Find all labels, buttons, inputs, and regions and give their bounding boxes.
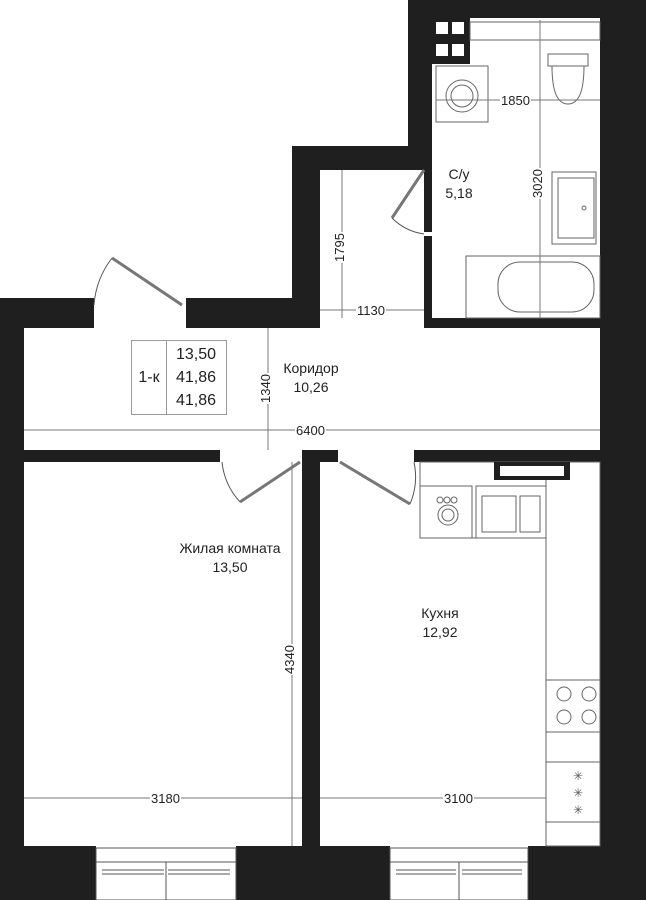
washing-machine — [435, 65, 489, 123]
dim-total-width: 6400 — [295, 423, 326, 438]
kitchen-area: 12,92 — [422, 624, 458, 640]
dim-living-width: 3180 — [150, 791, 181, 806]
room-label-bathroom: С/у 5,18 — [424, 165, 494, 203]
wall-hall-left — [292, 146, 320, 324]
wall-divider — [302, 450, 320, 900]
living-name: Жилая комната — [179, 540, 281, 556]
wall-mid-right — [414, 450, 600, 462]
total-area-value-2: 41,86 — [175, 392, 217, 409]
dim-corridor-depth: 1340 — [257, 373, 273, 404]
bathroom-name: С/у — [448, 166, 470, 182]
bathroom-area: 5,18 — [445, 185, 473, 201]
living-area-value: 13,50 — [175, 346, 217, 363]
corridor-name: Коридор — [283, 360, 339, 376]
dim-room-length: 4340 — [281, 644, 297, 675]
kitchen-fixtures: ✳ ✳ ✳ — [419, 461, 601, 847]
room-label-kitchen: Кухня 12,92 — [404, 604, 476, 642]
stove — [545, 679, 601, 733]
room-label-living: Жилая комната 13,50 — [160, 539, 300, 577]
corridor-area: 10,26 — [293, 379, 329, 395]
wall-top-mid — [186, 298, 320, 328]
door-living — [221, 461, 241, 503]
wall-bath-bottom — [424, 318, 610, 328]
wall-bath-right-top — [600, 0, 610, 320]
total-area-value: 41,86 — [175, 369, 217, 386]
dim-bath-width: 1850 — [500, 93, 531, 108]
fridge — [545, 761, 601, 823]
svg-text:✳: ✳ — [573, 803, 583, 817]
bathtub — [465, 255, 601, 319]
wall-left — [0, 298, 24, 900]
dim-kitchen-width: 3100 — [443, 791, 474, 806]
kitchen-sink — [475, 485, 547, 539]
counter-right — [545, 461, 601, 847]
doors — [93, 169, 426, 506]
dishwasher — [419, 485, 473, 539]
unit-legend: 1-к 13,50 41,86 41,86 — [131, 340, 227, 415]
wall-bottom-left — [0, 846, 96, 900]
toilet — [547, 53, 589, 67]
living-area: 13,50 — [212, 559, 248, 575]
dim-hall-depth: 1795 — [331, 232, 347, 263]
wall-bath-inner-left2 — [424, 236, 432, 328]
room-label-corridor: Коридор 10,26 — [266, 359, 356, 397]
unit-type: 1-к — [132, 341, 167, 414]
svg-text:✳: ✳ — [573, 786, 583, 800]
wall-bottom-right — [528, 846, 646, 900]
svg-text:✳: ✳ — [573, 769, 583, 783]
bath-fixtures — [435, 53, 601, 319]
dim-hall-width: 1130 — [356, 303, 386, 318]
wall-bath-top — [408, 0, 646, 18]
wall-top-left — [0, 298, 94, 328]
wall-bottom-mid-right — [302, 846, 390, 900]
sink — [551, 171, 597, 245]
bath-window — [436, 21, 601, 56]
door-entrance — [93, 257, 113, 306]
door-bath — [390, 169, 426, 219]
unit-areas: 13,50 41,86 41,86 — [166, 341, 226, 414]
door-kitchen — [409, 461, 417, 505]
wall-mid-left — [24, 450, 220, 462]
wall-bath-left — [408, 0, 432, 146]
wall-bath-inner-left — [424, 170, 432, 232]
windows-bottom — [95, 847, 529, 900]
kitchen-name: Кухня — [421, 605, 459, 621]
dim-bath-length: 3020 — [529, 168, 545, 199]
